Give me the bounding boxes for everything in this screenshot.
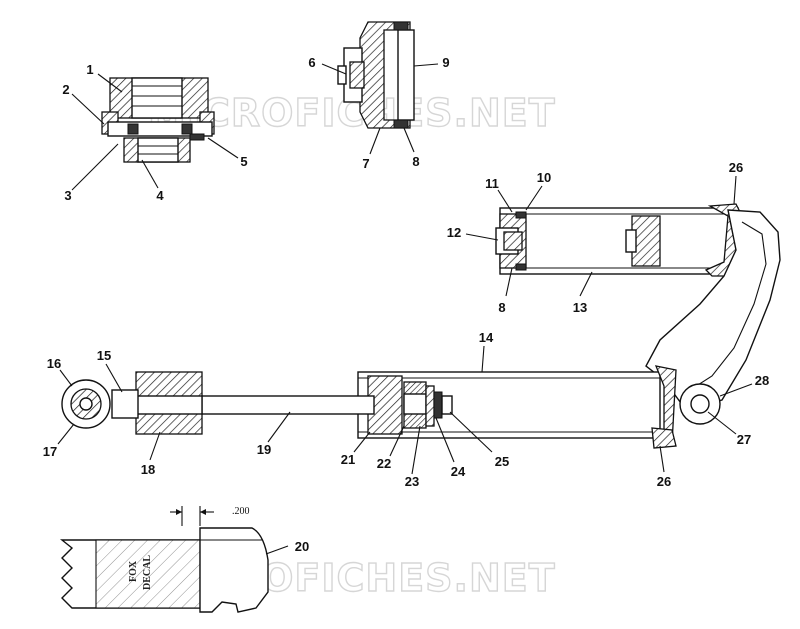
decal-detail: FOX DECAL .200: [60, 506, 269, 613]
part-9-bladder: [397, 29, 415, 121]
callout-26-bottom: 26: [657, 474, 671, 489]
leader-lines: [57, 63, 753, 555]
part-5-wiper: [189, 133, 205, 141]
callout-5: 5: [240, 154, 247, 169]
callout-7: 7: [362, 156, 369, 171]
decal-text-line1: FOX: [128, 560, 139, 582]
callout-26-top: 26: [729, 160, 743, 175]
callout-20: 20: [295, 539, 309, 554]
callout-6: 6: [308, 55, 315, 70]
callout-16: 16: [47, 356, 61, 371]
dimension-arrow-right: [200, 509, 206, 515]
callout-3: 3: [64, 188, 71, 203]
reservoir-cap-detail: [337, 21, 415, 129]
decal-area: [95, 539, 201, 609]
callout-13: 13: [573, 300, 587, 315]
part-20-bumper-cap: [199, 527, 269, 613]
dimension-arrow-left: [176, 509, 182, 515]
main-shock-detail: [61, 209, 781, 449]
part-10-oring: [515, 211, 527, 219]
decal-text-line2: DECAL: [142, 555, 153, 590]
callout-12: 12: [447, 225, 461, 240]
callout-2: 2: [62, 82, 69, 97]
callout-8-reservoir: 8: [498, 300, 505, 315]
part-23-shim: [425, 385, 435, 427]
callout-15: 15: [97, 348, 111, 363]
part-27-bushing: [690, 394, 710, 414]
callout-18: 18: [141, 462, 155, 477]
part-17-eye-bushing: [79, 397, 93, 411]
callout-14: 14: [479, 330, 494, 345]
callout-24: 24: [451, 464, 466, 479]
callout-labels: 1 2 3 4 5 6 7 8 9 10 11 12 8 13 26 14 15…: [43, 55, 769, 554]
part-24-washer: [433, 391, 443, 419]
callout-17: 17: [43, 444, 57, 459]
callout-27: 27: [737, 432, 751, 447]
dimension-label: .200: [232, 506, 250, 517]
part-25-nut: [441, 395, 453, 415]
callout-19: 19: [257, 442, 271, 457]
callout-23: 23: [405, 474, 419, 489]
callout-1: 1: [86, 62, 93, 77]
callout-21: 21: [341, 452, 355, 467]
callout-25: 25: [495, 454, 509, 469]
part-8-oring: [393, 119, 409, 129]
callout-8-cap: 8: [412, 154, 419, 169]
part-3-oring: [127, 123, 139, 135]
cap-assembly-detail: [101, 77, 215, 163]
part-13-reservoir-body: [499, 207, 739, 275]
callout-4: 4: [156, 188, 164, 203]
callout-28: 28: [755, 373, 769, 388]
callout-10: 10: [537, 170, 551, 185]
callout-9: 9: [442, 55, 449, 70]
callout-22: 22: [377, 456, 391, 471]
reservoir-detail: [495, 203, 745, 277]
part-15-eye-neck: [111, 389, 139, 419]
callout-11: 11: [485, 176, 499, 191]
